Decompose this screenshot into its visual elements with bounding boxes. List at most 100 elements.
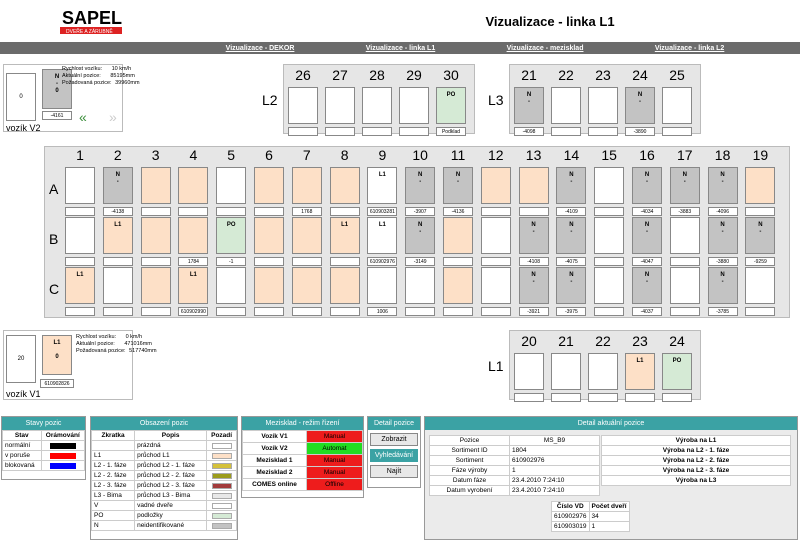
stavy-h1: Stav [2, 430, 42, 441]
stavy-h2: Orámování [40, 430, 86, 441]
slot-A16[interactable]: N- [632, 167, 662, 204]
slot-B3[interactable] [140, 217, 171, 254]
move-left-icon[interactable]: « [79, 109, 87, 125]
l2-slot-28[interactable] [362, 87, 392, 124]
slot-C8[interactable] [329, 267, 360, 304]
slot-B8[interactable]: L1 [329, 217, 360, 254]
slot-A5[interactable] [216, 167, 247, 204]
slot-A12[interactable] [480, 167, 511, 204]
l3-slot-22-label [551, 127, 581, 136]
stav-row: v poruše [2, 450, 86, 461]
slot-A2[interactable]: N- [102, 167, 133, 204]
slot-C5[interactable] [216, 267, 247, 304]
slot-C18[interactable]: N- [707, 267, 738, 304]
slot-A14[interactable]: N- [556, 167, 587, 204]
slot-C9[interactable] [367, 267, 398, 304]
slot-B14[interactable]: N- [556, 217, 587, 254]
slot-B4[interactable] [178, 217, 209, 254]
nav-linka-l2[interactable]: Vizualizace - linka L2 [654, 44, 725, 52]
nav-dekor[interactable]: Vizualizace - DEKOR [225, 44, 295, 52]
grid-col-8: 8 [340, 147, 349, 163]
l3-slot-21[interactable]: N- [514, 87, 544, 124]
slot-A7[interactable] [291, 167, 322, 204]
slot-B11[interactable] [443, 217, 473, 254]
slot-C3[interactable] [140, 267, 171, 304]
slot-C7[interactable] [291, 267, 322, 304]
slot-C17[interactable] [669, 267, 700, 304]
slot-B7[interactable] [291, 217, 322, 254]
l3-slot-23-label [588, 127, 618, 136]
slot-A13[interactable] [518, 167, 549, 204]
slot-A4[interactable] [178, 167, 209, 204]
najit-button[interactable]: Najít [370, 465, 418, 478]
slot-C4[interactable]: L1 [178, 267, 209, 304]
slot-C15[interactable] [594, 267, 625, 304]
slot-C2[interactable] [102, 267, 133, 304]
slot-B19[interactable]: N- [745, 217, 776, 254]
slot-B15[interactable] [594, 217, 625, 254]
slot-B10[interactable]: N- [405, 217, 436, 254]
cart-v2-slot[interactable]: N-0 [42, 69, 72, 109]
l3-slot-24[interactable]: N- [625, 87, 655, 124]
vyhledavani-button[interactable]: Vyhledávání [370, 449, 418, 462]
slot-B9[interactable]: L1 [367, 217, 398, 254]
slot-B18[interactable]: N- [707, 217, 738, 254]
move-right-icon[interactable]: » [109, 109, 117, 125]
l3-slot-22[interactable] [551, 87, 581, 124]
slot-C10[interactable] [405, 267, 436, 304]
slot-C11[interactable] [443, 267, 473, 304]
l3-slot-25[interactable] [662, 87, 692, 124]
l1-slot-22[interactable] [588, 353, 618, 390]
slot-B17[interactable] [669, 217, 700, 254]
slot-B12[interactable] [480, 217, 511, 254]
l1-slot-21[interactable] [551, 353, 581, 390]
l2-slot-26[interactable] [288, 87, 318, 124]
grid-col-3: 3 [151, 147, 160, 163]
slot-C6-label [254, 307, 284, 316]
slot-C16[interactable]: N- [632, 267, 662, 304]
slot-B2[interactable]: L1 [102, 217, 133, 254]
slot-C16-code: N [644, 272, 650, 278]
slot-B6[interactable] [254, 217, 284, 254]
slot-A11[interactable]: N- [443, 167, 473, 204]
sort-value: 610902976 [509, 455, 600, 466]
slot-A6-label [254, 207, 284, 216]
l3-slot-23[interactable] [588, 87, 618, 124]
slot-C1[interactable]: L1 [65, 267, 95, 304]
slot-B13[interactable]: N- [518, 217, 549, 254]
slot-A9[interactable]: L1 [367, 167, 398, 204]
l2-slot-29[interactable] [399, 87, 429, 124]
slot-A18[interactable]: N- [707, 167, 738, 204]
slot-C12[interactable] [480, 267, 511, 304]
slot-A19[interactable] [745, 167, 776, 204]
slot-A1[interactable] [65, 167, 95, 204]
slot-B5[interactable]: PO [216, 217, 247, 254]
slot-A18-code: N [720, 172, 725, 178]
l2-slot-27[interactable] [325, 87, 355, 124]
slot-B10-dash: - [419, 229, 422, 235]
slot-A18-label: -4096 [707, 207, 738, 216]
l1-slot-23[interactable]: L1 [625, 353, 655, 390]
nav-mezisklad[interactable]: Vizualizace - mezisklad [506, 44, 584, 52]
l1-slot-20[interactable] [514, 353, 544, 390]
slot-A10[interactable]: N- [405, 167, 436, 204]
slot-A6[interactable] [254, 167, 284, 204]
slot-A17[interactable]: N- [669, 167, 700, 204]
slot-C6[interactable] [254, 267, 284, 304]
slot-B1[interactable] [65, 217, 95, 254]
zobrazit-button[interactable]: Zobrazit [370, 433, 418, 446]
slot-C14[interactable]: N- [556, 267, 587, 304]
slot-A3[interactable] [140, 167, 171, 204]
l1-slot-24[interactable]: PO [662, 353, 692, 390]
slot-C13[interactable]: N- [518, 267, 549, 304]
slot-A15[interactable] [594, 167, 625, 204]
slot-C19[interactable] [745, 267, 776, 304]
nav-linka-l1[interactable]: Vizualizace - linka L1 [365, 44, 436, 52]
obs-color [206, 500, 237, 511]
slot-B16[interactable]: N- [632, 217, 662, 254]
l2-slot-30[interactable]: PO [436, 87, 466, 124]
slot-A8[interactable] [329, 167, 360, 204]
vyroba-item: Výroba na L1 [601, 435, 791, 446]
